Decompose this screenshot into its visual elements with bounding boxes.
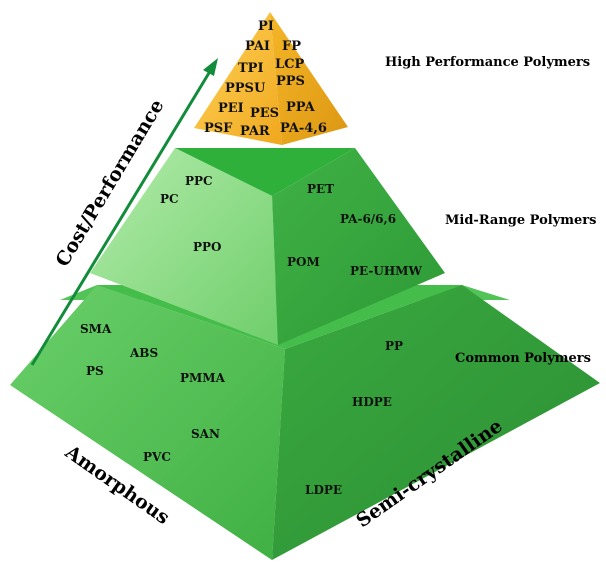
tier-high-left-face bbox=[194, 12, 282, 145]
polymer-psf: PSF bbox=[204, 121, 233, 136]
polymer-pp: PP bbox=[385, 339, 403, 353]
polymer-san: SAN bbox=[191, 427, 220, 441]
polymer-ppsu: PPSU bbox=[225, 81, 266, 96]
polymer-pe-uhmw: PE-UHMW bbox=[350, 264, 422, 278]
tier-label-high: High Performance Polymers bbox=[385, 55, 590, 70]
arrow-head bbox=[203, 58, 218, 76]
tier-mid-top-lip bbox=[175, 148, 355, 196]
polymer-pps: PPS bbox=[276, 74, 305, 89]
polymer-lcp: LCP bbox=[275, 57, 304, 72]
polymer-pai: PAI bbox=[245, 39, 270, 54]
polymer-tpi: TPI bbox=[238, 61, 264, 76]
tier-common-left-face bbox=[10, 285, 285, 560]
tier-high bbox=[194, 12, 348, 145]
mid-range-polymers: PPC PC PPO PET PA-6/6,6 POM PE-UHMW bbox=[160, 174, 422, 278]
polymer-par: PAR bbox=[240, 124, 270, 139]
polymer-ps: PS bbox=[86, 364, 104, 378]
polymer-ldpe: LDPE bbox=[305, 483, 342, 497]
polymer-pom: POM bbox=[287, 255, 320, 269]
polymer-hdpe: HDPE bbox=[352, 395, 392, 409]
high-performance-polymers: PI PAI FP LCP TPI PPS PPSU PEI PES PPA P… bbox=[204, 19, 327, 139]
tier-common-right-face bbox=[272, 285, 600, 560]
polymer-fp: FP bbox=[282, 39, 301, 54]
tier-mid bbox=[90, 148, 445, 345]
polymer-sma: SMA bbox=[80, 322, 112, 336]
tier-mid-right-face bbox=[272, 148, 445, 345]
tier-high-right-face bbox=[270, 12, 348, 145]
tier-mid-left-face bbox=[90, 148, 278, 345]
polymer-abs: ABS bbox=[129, 346, 158, 360]
polymer-pes: PES bbox=[250, 106, 279, 121]
polymer-pei: PEI bbox=[218, 101, 244, 116]
polymer-pet: PET bbox=[307, 182, 334, 196]
polymer-pmma: PMMA bbox=[180, 371, 226, 385]
tier-label-mid: Mid-Range Polymers bbox=[445, 213, 596, 228]
common-polymers: SMA ABS PS PMMA SAN PVC PP HDPE LDPE bbox=[80, 322, 403, 497]
polymer-ppc: PPC bbox=[185, 174, 213, 188]
polymer-pi: PI bbox=[258, 19, 274, 34]
polymer-ppo: PPO bbox=[193, 240, 222, 254]
tier-label-common: Common Polymers bbox=[455, 351, 591, 366]
polymer-pc: PC bbox=[160, 192, 179, 206]
polymer-pa-6-6-6: PA-6/6,6 bbox=[340, 212, 396, 226]
polymer-ppa: PPA bbox=[286, 100, 316, 115]
arrow-shaft bbox=[30, 67, 214, 366]
polymer-pvc: PVC bbox=[143, 450, 171, 464]
tier-labels: High Performance Polymers Mid-Range Poly… bbox=[385, 55, 596, 366]
polymer-pa-4-6: PA-4,6 bbox=[280, 121, 327, 136]
